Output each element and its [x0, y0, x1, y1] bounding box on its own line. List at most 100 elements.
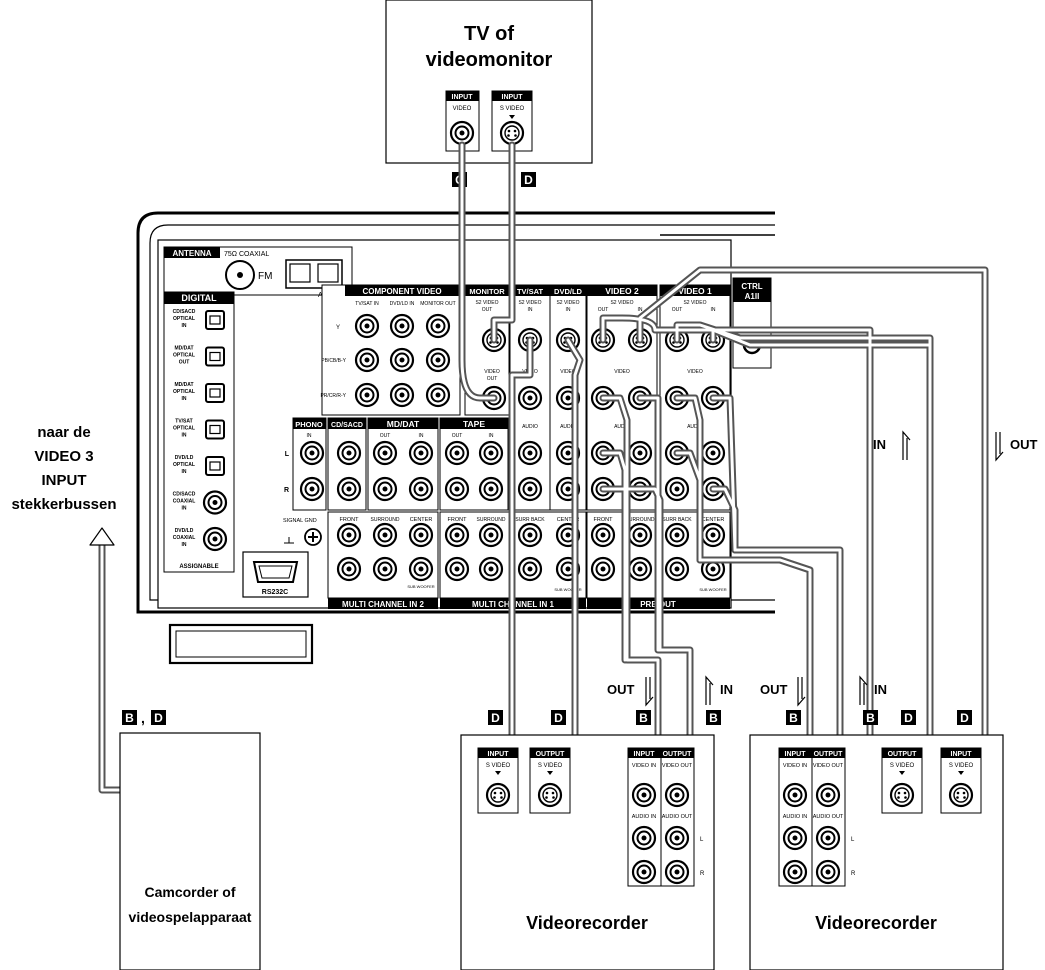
- digital-jack-2: [205, 346, 225, 367]
- digital-jack-label-5-3: IN: [182, 469, 187, 475]
- camcorder-sep: ,: [141, 710, 145, 726]
- comp-row-pr: PR/CR/R-Y: [320, 393, 346, 399]
- vcr1-cable-3: B: [639, 711, 648, 725]
- rs232c-port: RS232C: [242, 551, 309, 598]
- side-note-1: naar de: [37, 424, 90, 441]
- video2-audio: AUDIO: [614, 424, 630, 430]
- digital-jack-label-6-1: CD/SACD: [173, 492, 196, 498]
- video1-label: VIDEO 1: [678, 286, 712, 296]
- digital-jack-6: [202, 490, 228, 515]
- tv-title-2: videomonitor: [426, 49, 553, 71]
- digital-jack-label-3-3: IN: [182, 396, 187, 402]
- vcr1-svideo-input-tag: INPUT: [488, 751, 510, 758]
- vcr1-audio-in: AUDIO IN: [632, 814, 656, 820]
- side-note-4: stekkerbussen: [11, 496, 116, 513]
- vcr2-title: Videorecorder: [815, 913, 937, 933]
- vcr-1: Videorecorder OUT IN D D B B INPUT S VID…: [460, 675, 733, 970]
- vcr2-svideo-output-tag: OUTPUT: [888, 751, 918, 758]
- vcr2-in-label: IN: [874, 682, 887, 697]
- digital-jack-7: [202, 526, 228, 552]
- component-video-section: COMPONENT VIDEO TV/SAT IN DVD/LD IN MONI…: [320, 284, 461, 416]
- video2-s2video: S2 VIDEO: [610, 300, 633, 306]
- mc1-sub: SUB WOOFER: [554, 587, 581, 592]
- dvdld-label: DVD/LD: [554, 287, 583, 296]
- right-flow-labels: IN OUT: [873, 430, 1038, 462]
- camcorder-line-1: Camcorder of: [144, 884, 235, 900]
- vcr2-video-out: VIDEO OUT: [813, 763, 844, 769]
- tape-out: OUT: [452, 433, 463, 439]
- comp-col-1: TV/SAT IN: [355, 301, 379, 307]
- side-note-2: VIDEO 3: [34, 448, 93, 465]
- multi-channel-section: FRONT SURROUND CENTER SUB WOOFER MULTI C…: [327, 511, 731, 609]
- vcr1-input-tag: INPUT: [634, 751, 656, 758]
- camcorder-cable-b: B: [125, 711, 134, 725]
- pre-front: FRONT: [594, 517, 614, 523]
- vcr1-title: Videorecorder: [526, 913, 648, 933]
- digital-jack-label-6-3: IN: [182, 506, 187, 512]
- mc1-front: FRONT: [448, 517, 468, 523]
- mc1-surrback: SURR BACK: [515, 517, 545, 523]
- antenna-section: ANTENNA 75Ω COAXIAL FM AM: [163, 246, 353, 299]
- vcr1-cable-4: B: [709, 711, 718, 725]
- out-label-right: OUT: [1010, 437, 1038, 452]
- assignable-label: ASSIGNABLE: [179, 564, 218, 570]
- vcr2-video-in: VIDEO IN: [783, 763, 807, 769]
- vcr2-cable-3: D: [904, 711, 913, 725]
- vcr1-in-label: IN: [720, 682, 733, 697]
- digital-jack-5: [205, 456, 225, 476]
- vcr1-output-tag: OUTPUT: [663, 751, 693, 758]
- pre-surround: SURROUND: [626, 517, 655, 523]
- vcr2-cable-1: B: [789, 711, 798, 725]
- camcorder-box: Camcorder of videospelapparaat B , D: [119, 710, 261, 970]
- vcr2-audio-in: AUDIO IN: [783, 814, 807, 820]
- cdsacd-label: CD/SACD: [331, 422, 363, 429]
- phono-in: IN: [307, 433, 312, 439]
- video1-in: IN: [711, 307, 716, 313]
- tv-title-1: TV of: [464, 23, 514, 45]
- phono-label: PHONO: [295, 420, 323, 429]
- r-label: R: [284, 487, 289, 494]
- tv-svideo-label: S VIDEO: [500, 106, 525, 112]
- pre-center: CENTER: [702, 517, 725, 523]
- comp-col-2: DVD/LD IN: [390, 301, 415, 307]
- component-video-label: COMPONENT VIDEO: [362, 287, 441, 296]
- monitor-out: OUT: [482, 307, 493, 313]
- vcr1-video-in: VIDEO IN: [632, 763, 656, 769]
- video2-in: IN: [638, 307, 643, 313]
- tvsat-label: TV/SAT: [517, 287, 544, 296]
- monitor-video-label: VIDEO: [484, 369, 500, 375]
- vcr1-l: L: [700, 837, 704, 843]
- dvdld-in: IN: [566, 307, 571, 313]
- video2-video: VIDEO: [614, 369, 630, 375]
- digital-jack-label-7-1: DVD/LD: [175, 528, 194, 534]
- digital-section: DIGITAL CD/SACDOPTICALINMD/DATOPTICALOUT…: [163, 291, 235, 573]
- digital-jack-3: [205, 383, 225, 403]
- mc2-sub: SUB WOOFER: [407, 584, 434, 589]
- vcr1-audio-out: AUDIO OUT: [662, 814, 693, 820]
- dvdld-video: VIDEO: [560, 369, 576, 375]
- camcorder-cable-d: D: [154, 711, 163, 725]
- video1-audio: AUDIO: [687, 424, 703, 430]
- video1-video: VIDEO: [687, 369, 703, 375]
- mc2-surround: SURROUND: [371, 517, 400, 523]
- cable-d-label: D: [524, 173, 533, 187]
- digital-jack-4: [205, 419, 225, 440]
- digital-jack-label-6-2: COAXIAL: [173, 499, 196, 505]
- ctrl-label-2: A1II: [745, 292, 760, 301]
- video1-out: OUT: [672, 307, 683, 313]
- tape-label: TAPE: [463, 419, 485, 429]
- coaxial-label: 75Ω COAXIAL: [224, 251, 269, 258]
- dvdld-audio: AUDIO: [560, 424, 576, 430]
- l-label: L: [285, 451, 290, 458]
- video2-label: VIDEO 2: [605, 286, 639, 296]
- in-label-right: IN: [873, 437, 886, 452]
- signal-gnd: SIGNAL GND: [283, 518, 322, 546]
- vcr1-r: R: [700, 871, 705, 877]
- rs232c-label: RS232C: [262, 589, 288, 596]
- tvsat-s2video: S2 VIDEO: [518, 300, 541, 306]
- tv-video-label: VIDEO: [453, 106, 472, 112]
- vcr2-svideo-output-label: S VIDEO: [890, 763, 915, 769]
- camcorder-line-2: videospelapparaat: [129, 909, 252, 925]
- comp-row-pb: PB/CB/B-Y: [321, 358, 346, 364]
